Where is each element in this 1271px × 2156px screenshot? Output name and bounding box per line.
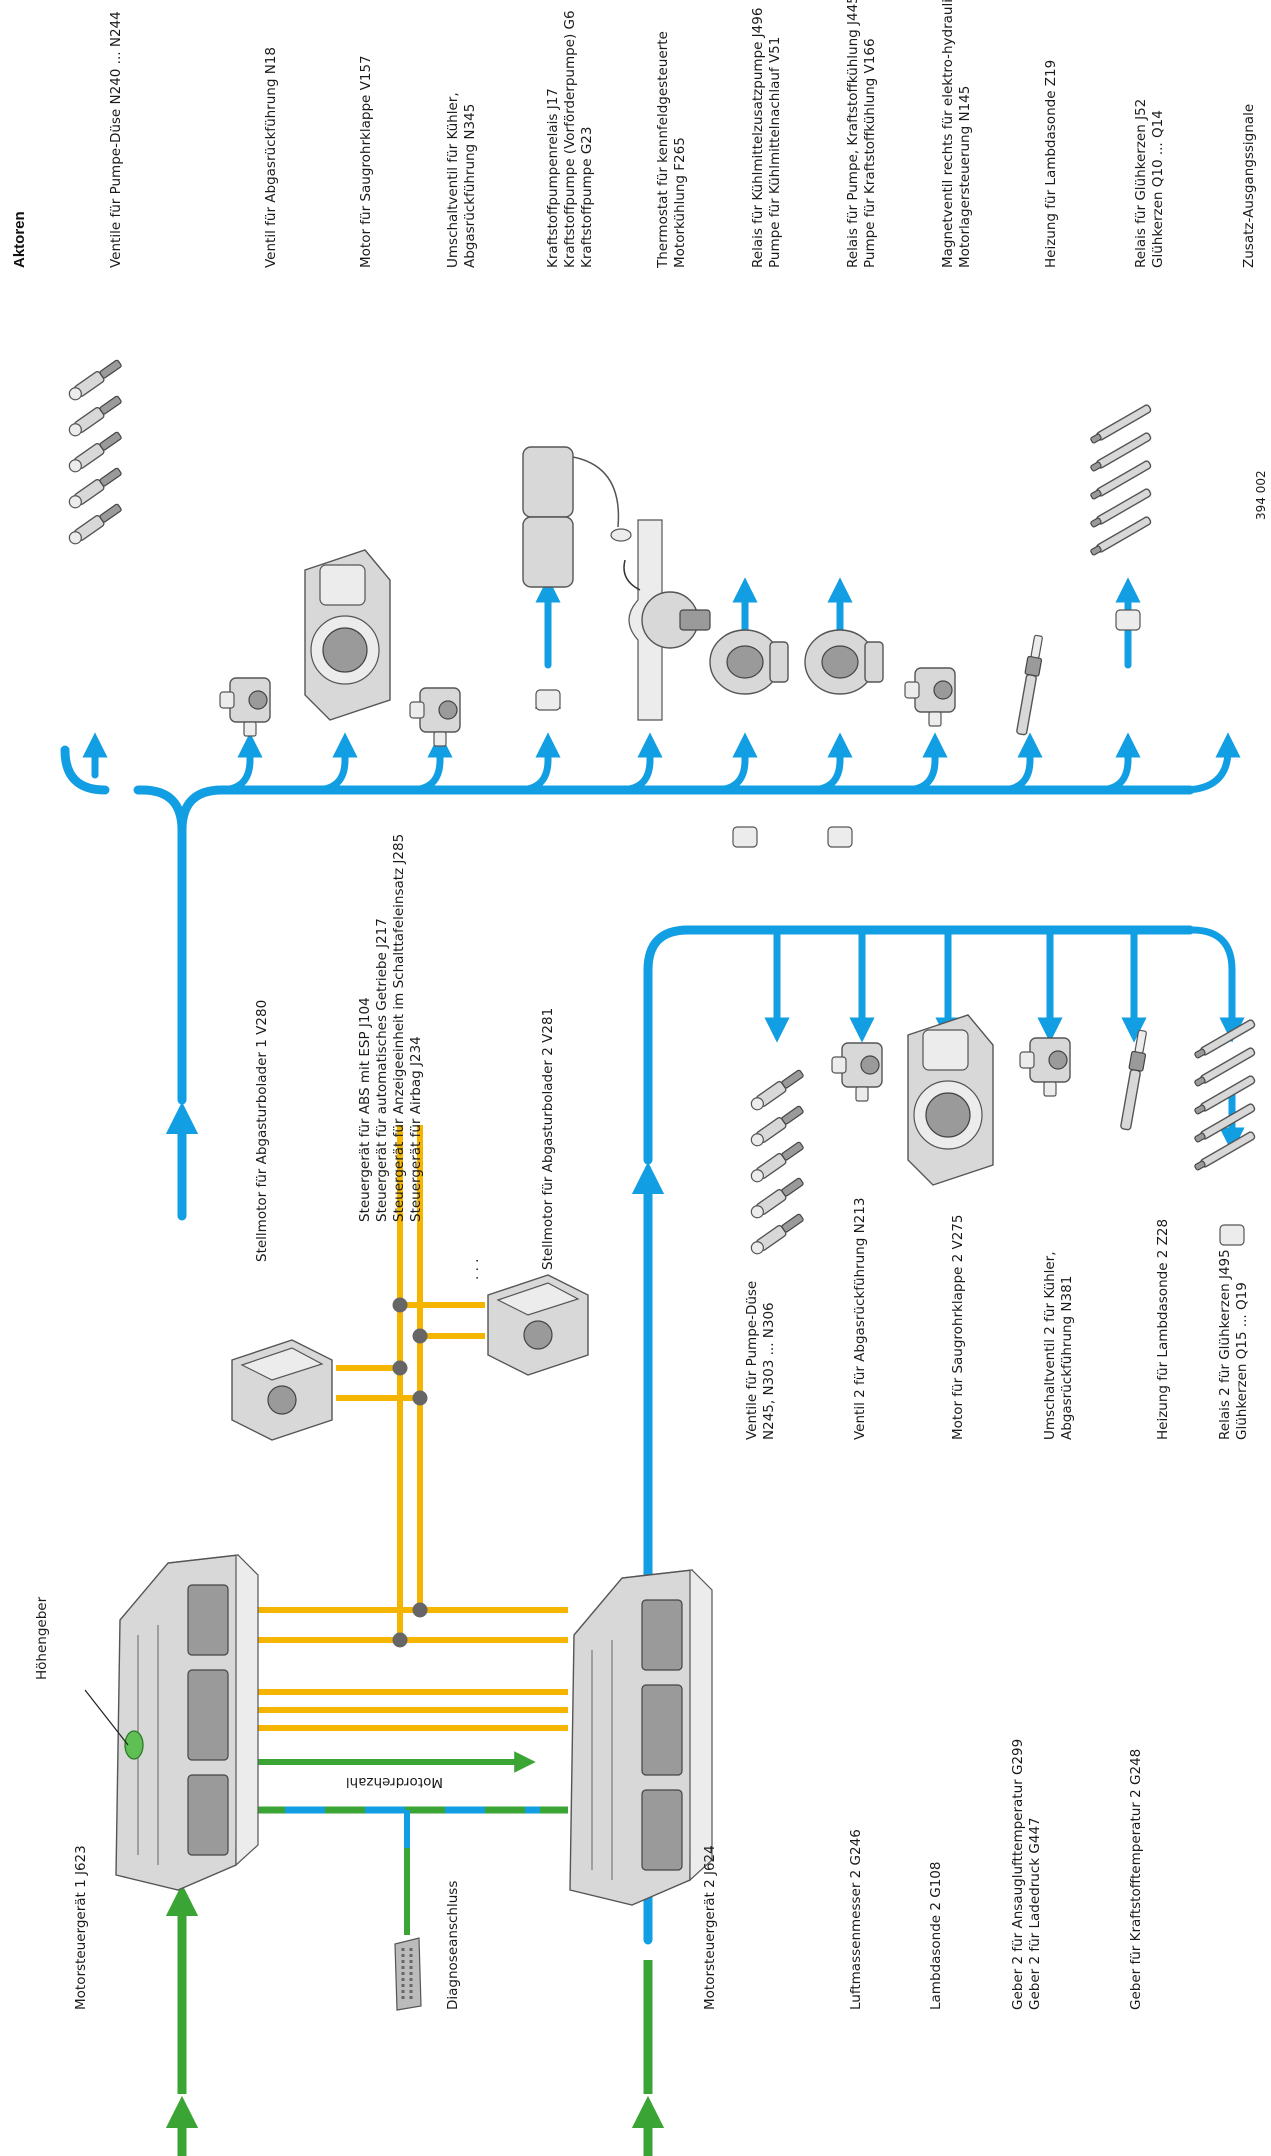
bank2-egr-valve-icon-2: [831, 1042, 883, 1102]
bank2-throttle-flap-icon-3: [907, 1014, 994, 1186]
bank2-glow-plug-icon-6: [1194, 1019, 1256, 1246]
stellmotor2-label: Stellmotor für Abgasturbolader 2 V281: [540, 1008, 556, 1270]
can-control-unit-2: Steuergerät für automatisches Getriebe J…: [374, 918, 390, 1222]
bank1-fuel-cooling-pump-icon-8: [804, 629, 884, 848]
figure-id: 394 002: [1254, 470, 1268, 520]
bank2-sensor-1-line-1: Luftmassenmesser 2 G246: [848, 1829, 864, 2010]
bank2-actuator-6-line-2: Glühkerzen Q15 ... Q19: [1234, 1282, 1250, 1440]
bank2-injector-icon-1: [750, 1069, 804, 1255]
bank1-actuator-2-line-1: Ventil für Abgasrückführung N18: [263, 47, 279, 268]
bank1-actuator-9-line-2: Motorlagersteuerung N145: [957, 86, 973, 268]
bank1-actuator-4-line-2: Abgasrückführung N345: [462, 104, 478, 268]
bank1-output-bus: [60, 745, 1195, 1221]
bank1-actuator-5-line-3: Kraftstoffpumpe G23: [579, 127, 595, 268]
bank1-glow-plug-icon-11: [1090, 404, 1152, 631]
ecu1-j623: [115, 1554, 259, 1891]
ecu2-label: Motorsteuergerät 2 J624: [702, 1845, 718, 2010]
bank1-solenoid-valve-icon-9: [904, 667, 956, 727]
bank2-actuator-4-line-1: Umschaltventil 2 für Kühler,: [1042, 1251, 1058, 1440]
sensor-inputs: [165, 1883, 665, 2156]
bank2-sensor-3-line-1: Geber 2 für Ansauglufttemperatur G299: [1010, 1739, 1026, 2010]
bank2-actuator-arrows: [764, 926, 1245, 1043]
bank2-actuator-icons: [750, 1014, 1256, 1255]
bank1-lambda-probe-icon-10: [1016, 634, 1043, 736]
bank1-actuator-12-line-1: Zusatz-Ausgangssignale: [1241, 104, 1257, 268]
diagnose-label: Diagnoseanschluss: [445, 1881, 461, 2010]
bank1-actuator-11-line-2: Glühkerzen Q10 ... Q14: [1150, 110, 1166, 268]
bank1-actuator-11-line-1: Relais für Glühkerzen J52: [1133, 99, 1149, 268]
bank1-injector-icon-1: [68, 359, 122, 545]
bank2-sensor-4-line-1: Geber für Kraftstofftemperatur 2 G248: [1128, 1749, 1144, 2010]
bank2-sensor-3-line-2: Geber 2 für Ladedruck G447: [1027, 1817, 1043, 2010]
bank1-actuator-6-line-2: Motorkühlung F265: [672, 137, 688, 268]
bank1-actuator-7-line-2: Pumpe für Kühlmittelnachlauf V51: [767, 37, 783, 268]
can-control-unit-4: Steuergerät für Airbag J234: [408, 1036, 424, 1222]
bank1-actuator-5-line-1: Kraftstoffpumpenrelais J17: [545, 88, 561, 268]
section-title-aktoren: Aktoren: [11, 211, 28, 268]
bank1-coolant-pump-icon-7: [709, 629, 789, 848]
bank1-actuator-icons: [68, 359, 1152, 848]
motordrehzahl-label: Motordrehzahl: [346, 1774, 443, 1790]
bank1-actuator-1-line-1: Ventile für Pumpe-Düse N240 ... N244: [108, 11, 124, 268]
diagnose-connector-icon: [394, 1937, 422, 2011]
turbo-actuator-1-icon: [231, 1339, 333, 1441]
can-control-unit-1: Steuergerät für ABS mit ESP J104: [357, 997, 373, 1222]
can-control-unit-3: Steuergerät für Anzeigeeinheit im Schalt…: [391, 834, 407, 1222]
bank2-sensor-2-line-1: Lambdasonde 2 G108: [928, 1862, 944, 2010]
bank2-actuator-5-line-1: Heizung für Lambdasonde 2 Z28: [1155, 1219, 1171, 1440]
bank1-throttle-flap-icon-3: [304, 549, 391, 721]
bank1-actuator-6-line-1: Thermostat für kennfeldgesteuerte: [655, 31, 671, 269]
stellmotor1-label: Stellmotor für Abgasturbolader 1 V280: [254, 1000, 270, 1262]
bank1-egr-valve-icon-2: [219, 677, 271, 737]
bank1-actuator-5-line-2: Kraftstoffpumpe (Vorförderpumpe) G6: [562, 10, 578, 268]
bank2-actuator-3-line-1: Motor für Saugrohrklappe 2 V275: [950, 1215, 966, 1441]
diagnose-bus: [245, 1806, 568, 1935]
bank2-actuator-1-line-1: Ventile für Pumpe-Düse: [744, 1281, 760, 1440]
bank1-actuator-10-line-1: Heizung für Lambdasonde Z19: [1043, 60, 1059, 268]
bank2-sensor-labels: Luftmassenmesser 2 G246 Lambdasonde 2 G10…: [848, 1739, 1144, 2010]
bank2-lambda-probe-icon-5: [1120, 1029, 1147, 1131]
bank2-actuator-1-line-2: N245, N303 ... N306: [761, 1302, 777, 1440]
bank2-actuator-2-line-1: Ventil 2 für Abgasrückführung N213: [852, 1198, 868, 1440]
turbo-actuator-2-icon: [487, 1274, 589, 1376]
bank1-actuator-4-line-1: Umschaltventil für Kühler,: [445, 92, 461, 268]
bank2-actuator-4-line-2: Abgasrückführung N381: [1059, 1276, 1075, 1440]
bank2-actuator-6-line-1: Relais 2 für Glühkerzen J495: [1217, 1249, 1233, 1440]
ecu2-j624: [569, 1569, 713, 1906]
bank2-changeover-valve-icon-4: [1019, 1037, 1071, 1097]
can-bus-ellipsis: . . .: [466, 1259, 482, 1280]
bank1-changeover-valve-icon-4: [409, 687, 461, 747]
bank1-actuator-8-line-1: Relais für Pumpe, Kraftstoffkühlung J445: [845, 0, 861, 268]
bank1-actuator-labels: Ventile für Pumpe-Düse N240 ... N244 Vent…: [108, 0, 1257, 269]
can-bus: [235, 1125, 568, 1731]
hoehengeber-pointer: [84, 1689, 129, 1746]
bank1-thermostat-icon-6: [623, 519, 711, 721]
bank1-fuel-pump-icon-5: [522, 446, 632, 711]
bank1-actuator-7-line-1: Relais für Kühlmittelzusatzpumpe J496: [750, 8, 766, 268]
bank1-actuator-9-line-1: Magnetventil rechts für elektro-hydrauli…: [940, 0, 956, 268]
hoehengeber-label: Höhengeber: [34, 1596, 50, 1680]
bank1-actuator-3-line-1: Motor für Saugrohrklappe V157: [358, 55, 374, 268]
bank1-actuator-8-line-2: Pumpe für Kraftstoffkühlung V166: [862, 38, 878, 268]
ecu1-label: Motorsteuergerät 1 J623: [73, 1845, 89, 2010]
